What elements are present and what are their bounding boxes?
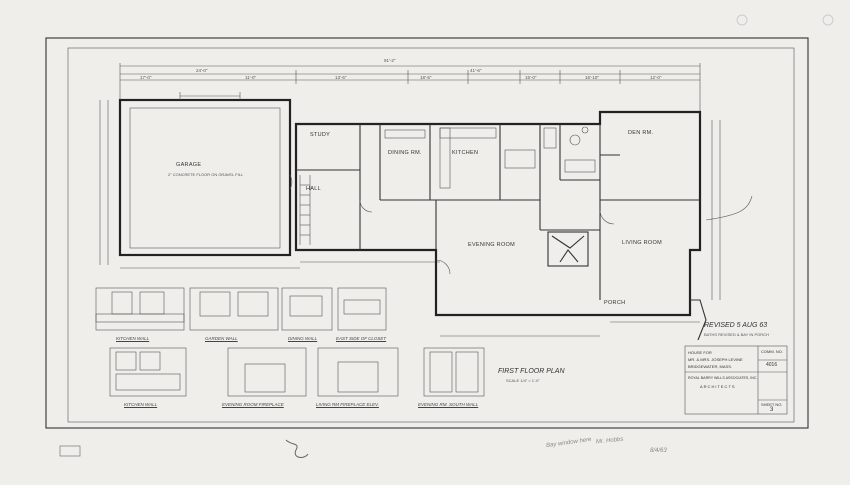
pencil-sketch-curve <box>285 439 309 458</box>
revision-sub: BATHS REVISED & BAY IN PORCH <box>704 332 769 337</box>
tb-sheet-no: 3 <box>770 407 774 413</box>
chimney-mass <box>547 231 589 267</box>
garage-slab <box>129 107 281 249</box>
top-dimension: 12'-0" <box>650 75 662 80</box>
top-dimension: 16'-10" <box>585 75 599 80</box>
interior-walls <box>296 124 700 300</box>
top-dimension: 15'-0" <box>525 75 537 80</box>
tb-comm-no: 4016 <box>766 362 778 368</box>
right-dimension: 41'-6" <box>470 68 482 73</box>
room-hall: HALL <box>306 186 321 192</box>
inner-border <box>67 47 795 423</box>
garage-walls <box>118 98 292 257</box>
tb-comm-label: COMM. NO. <box>761 349 783 354</box>
pencil-sketch-box <box>59 445 81 457</box>
tb-role: ARCHITECTS <box>700 384 736 389</box>
elevation-caption: KITCHEN WALL <box>116 336 150 341</box>
lower-elevations <box>109 347 485 397</box>
room-dining: DINING RM. <box>388 150 422 156</box>
elevation-caption: KITCHEN WALL <box>124 402 158 407</box>
elevation-caption: LIVING RM FIREPLACE ELEV. <box>316 402 379 407</box>
elevation-caption: EVENING RM. SOUTH WALL <box>418 402 479 407</box>
tb-firm: ROYAL BARRY WILLS ASSOCIATES, INC. <box>688 376 758 380</box>
left-dimension: 24'-0" <box>196 68 208 73</box>
top-dimension: 17'-0" <box>140 75 152 80</box>
room-garage: GARAGE <box>176 162 202 168</box>
bath-fixtures <box>543 126 596 173</box>
room-kitchen: KITCHEN <box>452 150 479 156</box>
top-dimension: 11'-0" <box>245 75 257 80</box>
upper-elevations <box>95 287 387 331</box>
room-den: DEN RM. <box>628 130 654 136</box>
room-living: LIVING ROOM <box>622 240 662 246</box>
plan-scale: SCALE 1/4" = 1'-0" <box>506 378 540 383</box>
stair-treads <box>299 175 311 245</box>
plan-title: FIRST FLOOR PLAN <box>498 368 565 375</box>
garage-note: 2" CONCRETE FLOOR ON GRAVEL FILL <box>168 172 244 177</box>
pencil-note: 8/4/63 <box>650 448 667 454</box>
door-swings <box>289 174 615 275</box>
punch-hole <box>822 14 834 26</box>
title-block-frame <box>684 345 788 415</box>
top-dimension: 13'-6" <box>335 75 347 80</box>
elevation-caption: EAST SIDE OF CLOSET <box>336 336 387 341</box>
tb-client: MR. & MRS. JOSEPH LEVINE <box>688 357 743 362</box>
tb-sheet-label: SHEET NO. <box>761 402 783 407</box>
overall-dimension: 91'-2" <box>384 58 396 63</box>
elevation-caption: GARDEN WALL <box>205 336 238 341</box>
kitchen-counters <box>384 127 536 189</box>
elevation-caption: DINING WALL <box>288 336 318 341</box>
porch-bay <box>690 299 707 341</box>
elevation-caption: EVENING ROOM FIREPLACE <box>222 402 284 407</box>
revision-note: REVISED 5 AUG 63 <box>704 322 768 329</box>
retaining-wall-leader <box>705 195 753 221</box>
room-evening: EVENING ROOM <box>468 242 515 248</box>
room-porch: PORCH <box>604 300 626 306</box>
tb-project: HOUSE FOR <box>688 350 712 355</box>
tb-location: BRIDGEWATER, MASS. <box>688 364 733 369</box>
top-dimension: 18'-6" <box>420 75 432 80</box>
punch-hole <box>736 14 748 26</box>
house-walls <box>294 110 702 317</box>
room-study: STUDY <box>310 132 331 138</box>
outer-border <box>45 37 809 429</box>
